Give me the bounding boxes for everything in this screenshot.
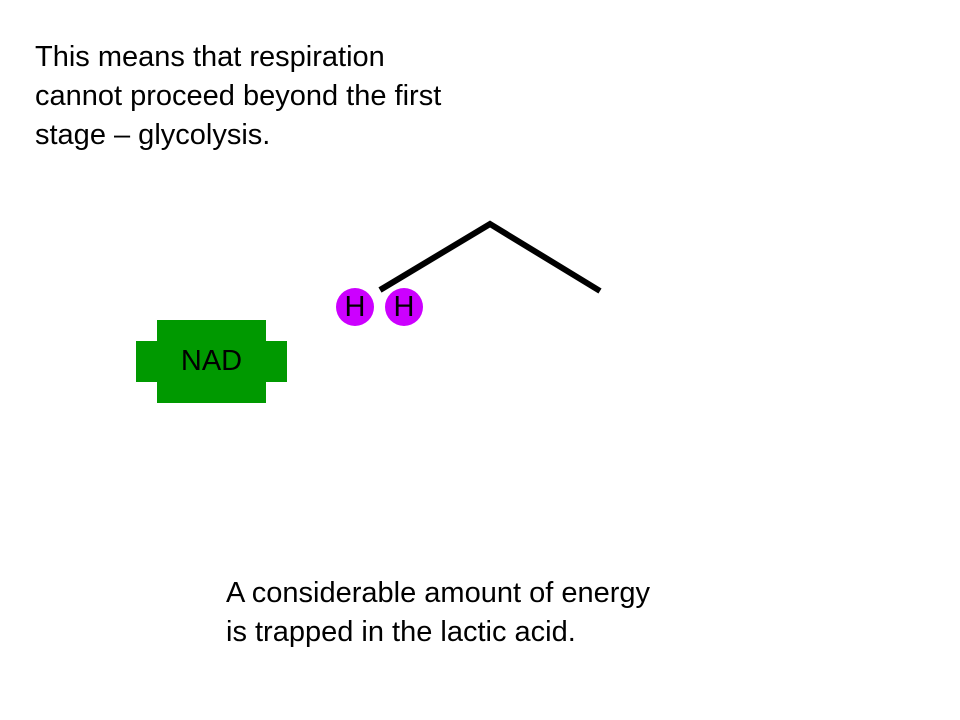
nad-shape-icon bbox=[136, 320, 287, 403]
nad-molecule: NAD bbox=[136, 320, 287, 403]
nad-label: NAD bbox=[180, 345, 243, 377]
carbon-chain-line bbox=[378, 220, 602, 294]
hydrogen-atom: H bbox=[336, 288, 374, 326]
intro-text: This means that respiration cannot proce… bbox=[35, 41, 442, 151]
energy-text: A considerable amount of energy is trapp… bbox=[226, 577, 650, 648]
hydrogen-atom: H bbox=[385, 288, 423, 326]
